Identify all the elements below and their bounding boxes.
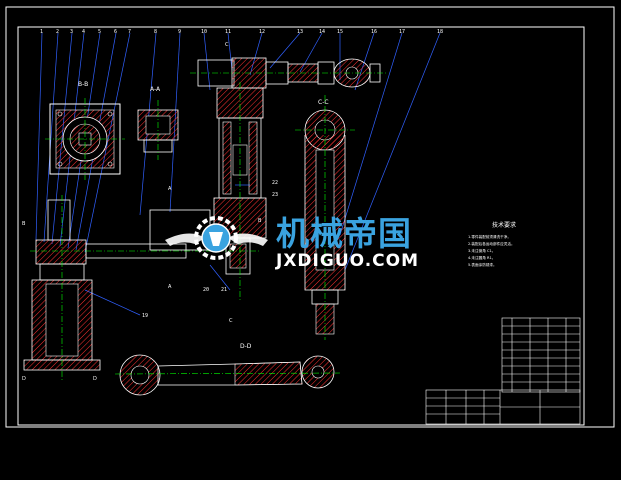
vertical-column: C C — [213, 42, 267, 324]
leader-number: 21 — [221, 287, 227, 293]
leader-number: 14 — [319, 29, 325, 35]
leader-number: 10 — [201, 29, 207, 35]
cut-mark: D — [22, 376, 26, 382]
leader-number: 4 — [82, 29, 85, 35]
section-label: D-D — [240, 343, 252, 350]
leader-number: 23 — [272, 192, 278, 198]
leader-number: 5 — [98, 29, 101, 35]
cut-mark: C — [229, 318, 233, 324]
tech-requirement-line: 5.表面涂防锈漆。 — [468, 262, 497, 267]
leader-number: 1 — [40, 29, 43, 35]
leader-number: 13 — [297, 29, 303, 35]
cut-mark: A — [168, 186, 172, 192]
cut-mark: B — [258, 218, 262, 224]
leader-number: 3 — [70, 29, 73, 35]
watermark: 机械帝国 JXDIGUO.COM — [165, 214, 419, 271]
top-shaft-assembly — [190, 57, 388, 89]
watermark-en: JXDIGUO.COM — [275, 251, 419, 271]
watermark-cn: 机械帝国 — [276, 214, 412, 253]
tech-requirement-line: 1.零件装配前须清洗干净。 — [468, 234, 511, 239]
tech-requirements-title: 技术要求 — [492, 221, 516, 229]
leader-number: 12 — [259, 29, 265, 35]
drawing-frame-inner — [17, 26, 585, 426]
tech-requirement-line: 2.装配后各运动部件应灵活。 — [468, 241, 515, 246]
view-a-a: A-A — [137, 86, 179, 160]
cut-mark: A — [168, 284, 172, 290]
watermark-logo-icon — [165, 216, 268, 260]
section-label: A-A — [150, 86, 161, 93]
leader-number: 19 — [142, 313, 148, 319]
tech-requirements: 技术要求 1.零件装配前须清洗干净。 2.装配后各运动部件应灵活。 3.未注倒角… — [468, 221, 516, 267]
view-b-b: B-B — [45, 81, 125, 180]
leader-number: 18 — [437, 29, 443, 35]
leader-number: 22 — [272, 180, 278, 186]
leader-number: 16 — [371, 29, 377, 35]
view-d-d: D-D — [114, 343, 341, 396]
section-label: B-B — [78, 81, 88, 88]
section-label: C-C — [318, 99, 329, 106]
view-c-c: C-C — [295, 95, 355, 340]
title-block — [425, 317, 581, 425]
leader-number: 6 — [114, 29, 117, 35]
leader-number: 15 — [337, 29, 343, 35]
leader-number: 7 — [128, 29, 131, 35]
leader-number: 9 — [178, 29, 181, 35]
tech-requirement-line: 3.未注倒角 C1。 — [468, 248, 495, 253]
leader-number: 11 — [225, 29, 231, 35]
drawing-frame-outer — [5, 6, 615, 428]
leader-number-row: 1 2 3 4 5 6 7 8 9 10 11 12 13 14 15 16 1… — [40, 29, 443, 35]
cut-mark: B — [22, 221, 26, 227]
lower-callouts: 19 20 21 22 23 — [142, 180, 278, 319]
leader-number: 2 — [56, 29, 59, 35]
leader-number: 8 — [154, 29, 157, 35]
leader-number: 20 — [203, 287, 209, 293]
cut-mark: C — [225, 42, 229, 48]
cut-mark: D — [93, 376, 97, 382]
tech-requirement-line: 4.未注圆角 R1。 — [468, 255, 495, 260]
main-body: B B A A D D — [22, 186, 262, 382]
leader-number: 17 — [399, 29, 405, 35]
